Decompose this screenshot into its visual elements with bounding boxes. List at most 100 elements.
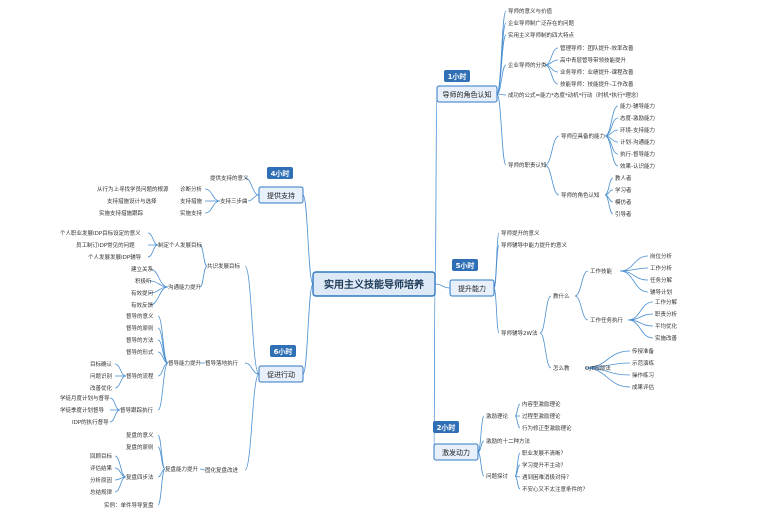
steps-item: 评估结果 xyxy=(90,464,113,472)
tasks-item: 工作分解 xyxy=(655,298,678,306)
ability2-item: 有效反馈 xyxy=(131,301,154,309)
roles-item: 学习者 xyxy=(615,186,632,194)
plan-item: 个人发展发展IDP辅导 xyxy=(88,253,142,261)
flow-item: 改善优化 xyxy=(90,384,113,392)
connector-line xyxy=(114,375,127,389)
branch-role[interactable]: 导师的角色认知 xyxy=(436,85,498,103)
goal-ability: 沟通能力提升 xyxy=(168,283,202,291)
track-item: 学徒季度计划督导 xyxy=(60,406,105,414)
goal-plan: 制定个人发展目标 xyxy=(158,241,203,249)
roles-item: 教人者 xyxy=(615,174,632,182)
svg-text:4小时: 4小时 xyxy=(271,169,290,178)
support-step: 诊断分析 xyxy=(180,185,203,193)
role-types: 企业导师的分类 xyxy=(508,61,547,69)
role-type-item: 高中青层管导带领技能提升 xyxy=(560,56,627,64)
connector-line xyxy=(477,440,485,453)
badge-motivate: 2小时 xyxy=(433,421,459,433)
ability2-item: 积极听 xyxy=(135,277,152,285)
ability-item: 执行-督导能力 xyxy=(620,150,655,158)
connector-line xyxy=(544,164,560,196)
support-detail: 实施支持措施跟踪 xyxy=(99,209,144,217)
branch-action[interactable]: 促进行动 xyxy=(258,365,304,383)
connector-line xyxy=(604,105,619,137)
connector-line xyxy=(496,93,507,96)
connector-line xyxy=(514,415,521,429)
improve-what: 教什么 xyxy=(553,292,570,300)
ojt-item: 示范演练 xyxy=(632,359,655,367)
coach-item: 督导的意义 xyxy=(126,312,154,320)
connector-line xyxy=(147,244,159,258)
tasks-item: 平均优化 xyxy=(655,322,678,330)
branch-support[interactable]: 提供支持 xyxy=(258,186,304,204)
connector-line xyxy=(114,363,127,377)
connector-line xyxy=(544,135,560,166)
flow-item: 目标确认 xyxy=(90,360,113,368)
svg-text:1小时: 1小时 xyxy=(448,72,467,81)
badge-action: 6小时 xyxy=(270,345,296,357)
role-type-item: 技能导师：技能提升-工作改善 xyxy=(560,80,634,88)
connector-line xyxy=(114,455,127,478)
connector-line xyxy=(619,255,649,272)
cases-item: 职业发展不清晰？ xyxy=(522,449,566,457)
branch-motivate[interactable]: 激发动力 xyxy=(433,443,479,461)
connector-line xyxy=(574,295,589,321)
connector-line xyxy=(109,409,121,423)
plan-item: 员工制订IDP常见的问题 xyxy=(76,241,135,249)
connector-line xyxy=(244,373,260,471)
branch-improve[interactable]: 提升能力 xyxy=(449,279,495,297)
motivate-theory: 激励理论 xyxy=(486,412,509,420)
connector-line xyxy=(477,451,485,477)
connector-line xyxy=(477,415,485,453)
role-roles: 导师的角色认知 xyxy=(561,191,600,199)
svg-text:提升能力: 提升能力 xyxy=(458,284,486,293)
improve-item: 导师辅导中能力提升的意义 xyxy=(501,241,568,249)
connector-line xyxy=(493,244,500,289)
support-detail: 从行为上寻找学员问题的根源 xyxy=(97,185,169,193)
exec-flow: 督导的流程 xyxy=(126,372,154,380)
svg-text:促进行动: 促进行动 xyxy=(267,370,295,379)
center-node[interactable]: 实用主义技能导师培养 xyxy=(312,271,436,297)
connector-line xyxy=(199,265,208,288)
svg-text:提供支持: 提供支持 xyxy=(267,191,295,200)
connector-line xyxy=(157,362,169,411)
exec-track: 督导跟踪执行 xyxy=(120,406,154,414)
connector-line xyxy=(149,286,169,306)
cases-item: 不安心又不太注意条件的？ xyxy=(522,485,588,493)
tasks-item: 职责分析 xyxy=(655,310,678,318)
theory-item: 内容型激励理论 xyxy=(522,400,561,408)
rv-item: 复盘的原则 xyxy=(126,443,154,451)
ojt-item: 操作练习 xyxy=(632,371,654,379)
connector-line xyxy=(496,64,507,95)
coach-item: 督导的方法 xyxy=(126,336,154,344)
roles-item: 模仿者 xyxy=(615,198,632,206)
improve-ojt: OJT四部法 xyxy=(585,364,611,372)
improve-item: 导师提升的意义 xyxy=(501,229,540,237)
connector-line xyxy=(514,475,521,490)
motivate-methods: 激励的十二种方法 xyxy=(486,437,531,445)
connector-line xyxy=(244,362,260,375)
connector-line xyxy=(147,232,159,246)
improve-tasks: 工作任务执行 xyxy=(590,316,624,324)
connector-line xyxy=(109,397,121,411)
connector-line xyxy=(496,34,507,95)
skills-item: 辅导计划 xyxy=(650,288,672,296)
svg-text:导师的角色认知: 导师的角色认知 xyxy=(443,90,492,99)
center-title: 实用主义技能导师培养 xyxy=(324,278,425,291)
connector-line xyxy=(199,244,208,267)
connector-line xyxy=(604,194,614,215)
connector-line xyxy=(627,319,654,339)
role-type-item: 业务导师：业绩提升-课程改善 xyxy=(560,68,634,76)
connector-line xyxy=(574,270,589,297)
svg-text:6小时: 6小时 xyxy=(274,347,293,356)
action-review: 固化复盘改进 xyxy=(205,466,239,474)
role-formula: 成功的公式=能力*态度*动机*行动（时机*执行*理念） xyxy=(508,91,642,99)
ojt-item: 传授准备 xyxy=(632,347,655,355)
action-exec: 督导落地执行 xyxy=(205,359,239,367)
exec-coach: 督导能力提升 xyxy=(168,359,202,367)
rv-item: 复盘的意义 xyxy=(126,431,154,439)
ability-item: 计划-沟通能力 xyxy=(620,138,655,146)
connector-line xyxy=(584,367,631,388)
connector-line xyxy=(157,351,169,364)
connector-line xyxy=(204,188,221,202)
